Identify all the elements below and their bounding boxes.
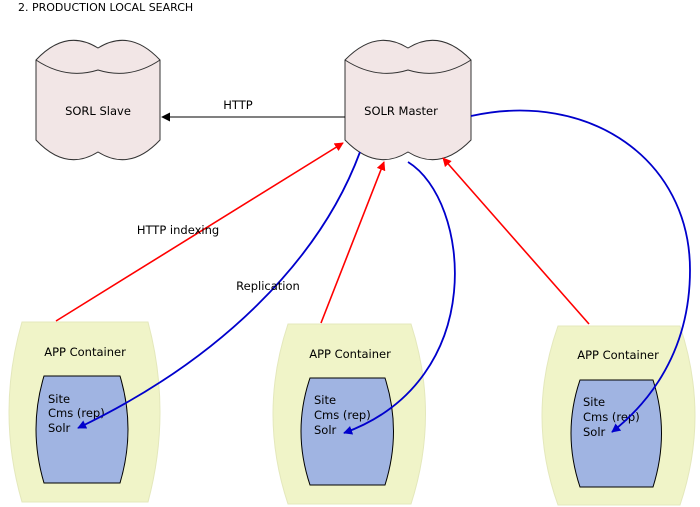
indexing-edge-1	[55, 142, 344, 322]
indexing-edge-2	[320, 161, 386, 324]
app-container-2: APP Container Site Cms (rep) Solr	[272, 323, 426, 505]
app-container-3: APP Container Site Cms (rep) Solr	[541, 325, 696, 506]
solr-master-label: SOLR Master	[364, 104, 438, 118]
replication-edge-2	[343, 161, 456, 435]
app-container-2-label: APP Container	[309, 347, 391, 361]
solr-master-node: SOLR Master	[344, 39, 472, 161]
edge-http-label: HTTP	[223, 98, 252, 112]
edge-http: HTTP	[161, 98, 345, 122]
app-container-1-inner: Site Cms (rep) Solr	[35, 375, 129, 484]
app-container-2-solr: Solr	[314, 423, 337, 437]
app-container-1-solr: Solr	[48, 421, 71, 435]
app-container-2-site: Site	[314, 393, 336, 407]
app-container-1-label: APP Container	[44, 345, 126, 359]
app-container-3-solr: Solr	[583, 425, 606, 439]
app-container-2-cms: Cms (rep)	[314, 408, 371, 422]
app-container-3-label: APP Container	[577, 348, 659, 362]
edge-replication-label: Replication	[236, 279, 300, 293]
app-container-3-cms: Cms (rep)	[583, 410, 640, 424]
edge-indexing-label: HTTP indexing	[137, 223, 219, 237]
app-container-1-site: Site	[48, 392, 70, 406]
app-container-3-site: Site	[583, 395, 605, 409]
app-container-1: APP Container Site Cms (rep) Solr	[8, 321, 161, 503]
edges-indexing	[55, 142, 590, 325]
solr-slave-node: SORL Slave	[35, 39, 161, 161]
app-container-1-cms: Cms (rep)	[48, 406, 105, 420]
edges-replication	[77, 109, 691, 435]
indexing-edge-3	[442, 157, 590, 325]
replication-edge-1	[77, 151, 361, 429]
diagram-title: 2. PRODUCTION LOCAL SEARCH	[18, 1, 193, 14]
solr-slave-label: SORL Slave	[65, 104, 131, 118]
replication-edge-3	[470, 109, 691, 433]
